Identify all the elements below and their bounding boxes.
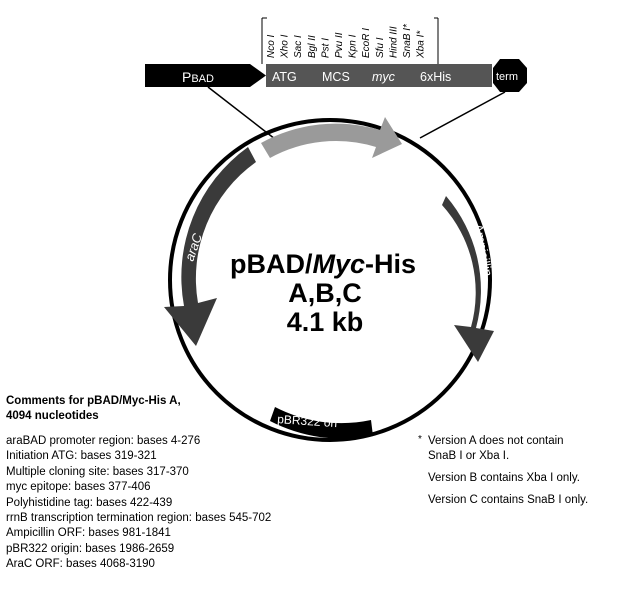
restriction-site-label: Hind III [388,26,399,58]
arac-label: araC [182,231,206,263]
ori-block [270,407,373,439]
ori-label: pBR322 ori [277,412,338,430]
restriction-site-label: Kpn I [348,34,359,58]
comment-item-atg: Initiation ATG: bases 319-321 [6,450,157,463]
restriction-site-label: EcoR I [361,28,372,58]
restriction-site-label: Nco I [266,34,277,58]
comments-title-line1: Comments for pBAD/Myc-His A, [6,395,181,407]
comments-title-line2: 4094 nucleotides [6,410,99,422]
restriction-site-label: Bgl II [307,35,318,58]
restriction-site-label: Xba I* [416,30,427,59]
promoter-label: PBAD [182,69,214,85]
ampicillin-arrow [442,196,494,362]
title-line1: pBAD/Myc-His [230,249,416,279]
insert-arrow [261,117,402,158]
comment-item-ampicillin: Ampicillin ORF: bases 981-1841 [6,527,171,540]
restriction-site-label: Xho I [280,34,291,59]
restriction-site-label: Sfu I [375,37,386,58]
comment-item-myc: myc epitope: bases 377-406 [6,481,151,494]
cassette-box [266,64,492,87]
terminator-label: term [496,71,518,83]
comment-item-promoter: araBAD promoter region: bases 4-276 [6,435,201,447]
promoter-arrow [145,64,266,87]
title-line2: A,B,C [288,278,362,308]
restriction-site-label: Pst I [320,38,331,58]
version-footnote: * Version A does not contain SnaB I or X… [418,434,628,508]
arac-arrow [164,147,256,346]
terminator-octagon [493,59,527,92]
plasmid-circle [168,118,492,442]
comment-item-mcs: Multiple cloning site: bases 317-370 [6,465,189,478]
restriction-site-label: Pvu II [334,32,345,58]
footnote-asterisk: * [418,434,422,445]
myc-label: myc [372,70,396,84]
comment-item-his: Polyhistidine tag: bases 422-439 [6,496,173,509]
version-a-line2: SnaB I or Xba I. [428,450,510,462]
connector-left [207,86,276,140]
his-tag-label: 6xHis [420,70,451,84]
atg-label: ATG [272,70,297,84]
version-c-line: Version C contains SnaB I only. [428,494,589,506]
restriction-site-bracket [261,17,439,64]
restriction-site-label: Sac I [293,35,304,58]
version-b-line: Version B contains Xba I only. [428,472,580,484]
connector-right [419,91,506,139]
mcs-label: MCS [322,70,350,84]
version-a-line1: Version A does not contain [428,435,564,447]
title-line3: 4.1 kb [287,307,364,337]
comments-title: Comments for pBAD/Myc-His A, 4094 nucleo… [6,394,326,424]
comments-block: Comments for pBAD/Myc-His A, 4094 nucleo… [6,394,326,573]
plasmid-title: pBAD/Myc-His A,B,C 4.1 kb [230,249,416,337]
comment-item-rrnb: rrnB transcription termination region: b… [6,512,272,525]
comment-item-arac: AraC ORF: bases 4068-3190 [6,558,155,571]
expression-cassette: PBAD ATG MCS myc 6xHis term [145,59,527,92]
comment-item-ori: pBR322 origin: bases 1986-2659 [6,542,175,555]
restriction-site-label: SnaB I* [402,23,413,58]
